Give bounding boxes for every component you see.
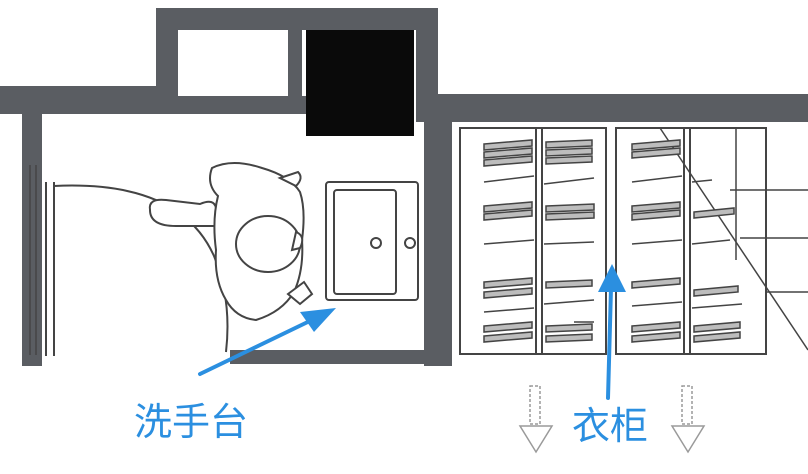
door-swing-icon xyxy=(45,182,229,356)
wall-left-side xyxy=(22,114,42,366)
window xyxy=(29,165,37,355)
hanger-rail-icon xyxy=(483,139,595,343)
person-figure-icon xyxy=(148,162,314,322)
arrow-to-wardrobe-icon xyxy=(598,264,626,400)
wall-niche-divider xyxy=(288,30,302,102)
wall-partition xyxy=(424,114,452,366)
washbasin-label: 洗手台 xyxy=(134,400,249,444)
down-arrow-marker-icon xyxy=(670,385,706,454)
wardrobe-label: 衣柜 xyxy=(572,404,649,448)
washbasin-icon xyxy=(325,181,419,301)
side-cabinet xyxy=(659,127,808,354)
wall-upper-right xyxy=(416,8,438,120)
dark-block xyxy=(306,30,414,136)
arrow-to-washbasin-icon xyxy=(198,308,336,376)
wardrobe-left-bay xyxy=(459,127,607,355)
wall-upper-top xyxy=(156,8,438,30)
wall-bottom xyxy=(230,350,430,364)
wall-right-top xyxy=(416,94,808,122)
walls xyxy=(0,8,808,366)
hanger-rods xyxy=(631,175,743,309)
down-arrow-marker-icon xyxy=(518,385,554,454)
wall-upper-left xyxy=(156,8,178,114)
wall-left-top xyxy=(0,86,156,114)
hanger-rail-icon xyxy=(631,139,741,343)
wall-niche-bottom xyxy=(178,96,306,114)
hanger-rods xyxy=(483,175,595,323)
